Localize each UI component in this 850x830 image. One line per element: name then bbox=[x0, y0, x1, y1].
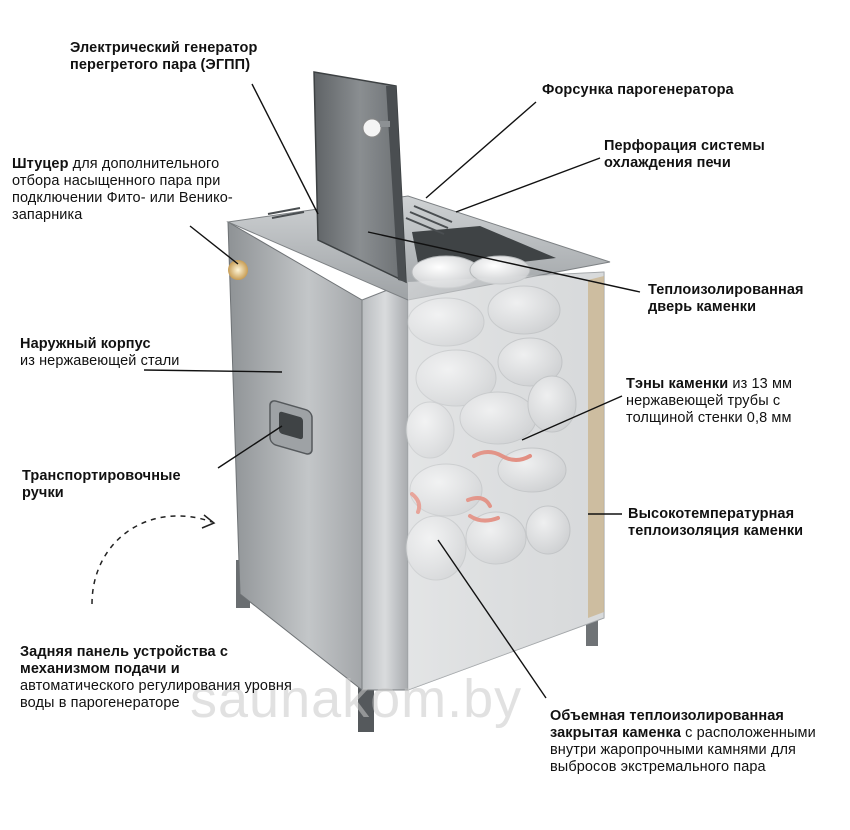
label-perforation: Перфорация системы охлаждения печи bbox=[604, 138, 765, 171]
watermark: saunakom.by bbox=[190, 669, 523, 729]
steam-fitting-icon bbox=[228, 260, 248, 280]
label-tens: Тэны каменки из 13 мм нержавеющей трубы … bbox=[626, 376, 793, 426]
rotation-arrow-icon bbox=[91, 514, 216, 605]
outer-body-front bbox=[361, 281, 409, 691]
lid-edge bbox=[386, 86, 406, 282]
insulation-strip bbox=[588, 276, 604, 618]
chamber-glass-overlay bbox=[408, 272, 604, 690]
transport-handle bbox=[269, 400, 313, 455]
label-handles: Транспортировочные ручки bbox=[22, 468, 181, 501]
leader-lines bbox=[143, 83, 641, 699]
label-door: Теплоизолированная дверь каменки bbox=[648, 282, 804, 315]
outer-body-side bbox=[227, 221, 363, 692]
nozzle-knob bbox=[362, 118, 382, 138]
label-volume: Объемная теплоизолированная закрытая кам… bbox=[550, 708, 816, 775]
label-egpp: Электрический генератор перегретого пара… bbox=[70, 40, 258, 73]
perforation-slots bbox=[267, 205, 453, 235]
label-back-panel: Задняя панель устройства с механизмом по… bbox=[20, 644, 292, 711]
label-nozzle: Форсунка парогенератора bbox=[542, 82, 734, 98]
label-fitting: Штуцер для дополнительного отбора насыще… bbox=[12, 156, 233, 223]
label-insulation: Высокотемпературная теплоизоляция каменк… bbox=[628, 506, 804, 539]
